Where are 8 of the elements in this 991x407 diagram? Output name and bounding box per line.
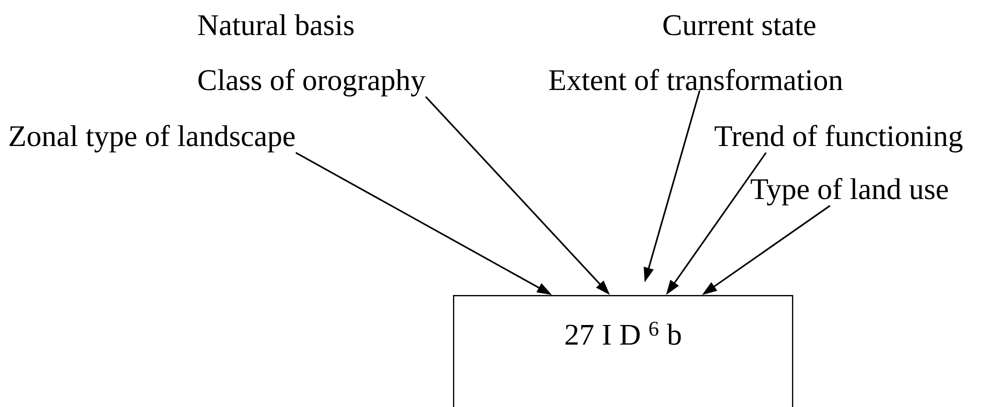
group-heading: Natural basis: [198, 14, 354, 36]
node-label: Extent of transformation: [549, 68, 843, 90]
node-label: Class of orography: [198, 68, 426, 96]
code-box: 27 I D $^{6}$ b: [453, 295, 794, 407]
group-heading: Current state: [663, 15, 816, 36]
node-label: Zonal type of landscape: [10, 124, 295, 152]
node-label: Trend of functioning: [714, 124, 962, 152]
node-label: Type of land use: [750, 178, 948, 206]
